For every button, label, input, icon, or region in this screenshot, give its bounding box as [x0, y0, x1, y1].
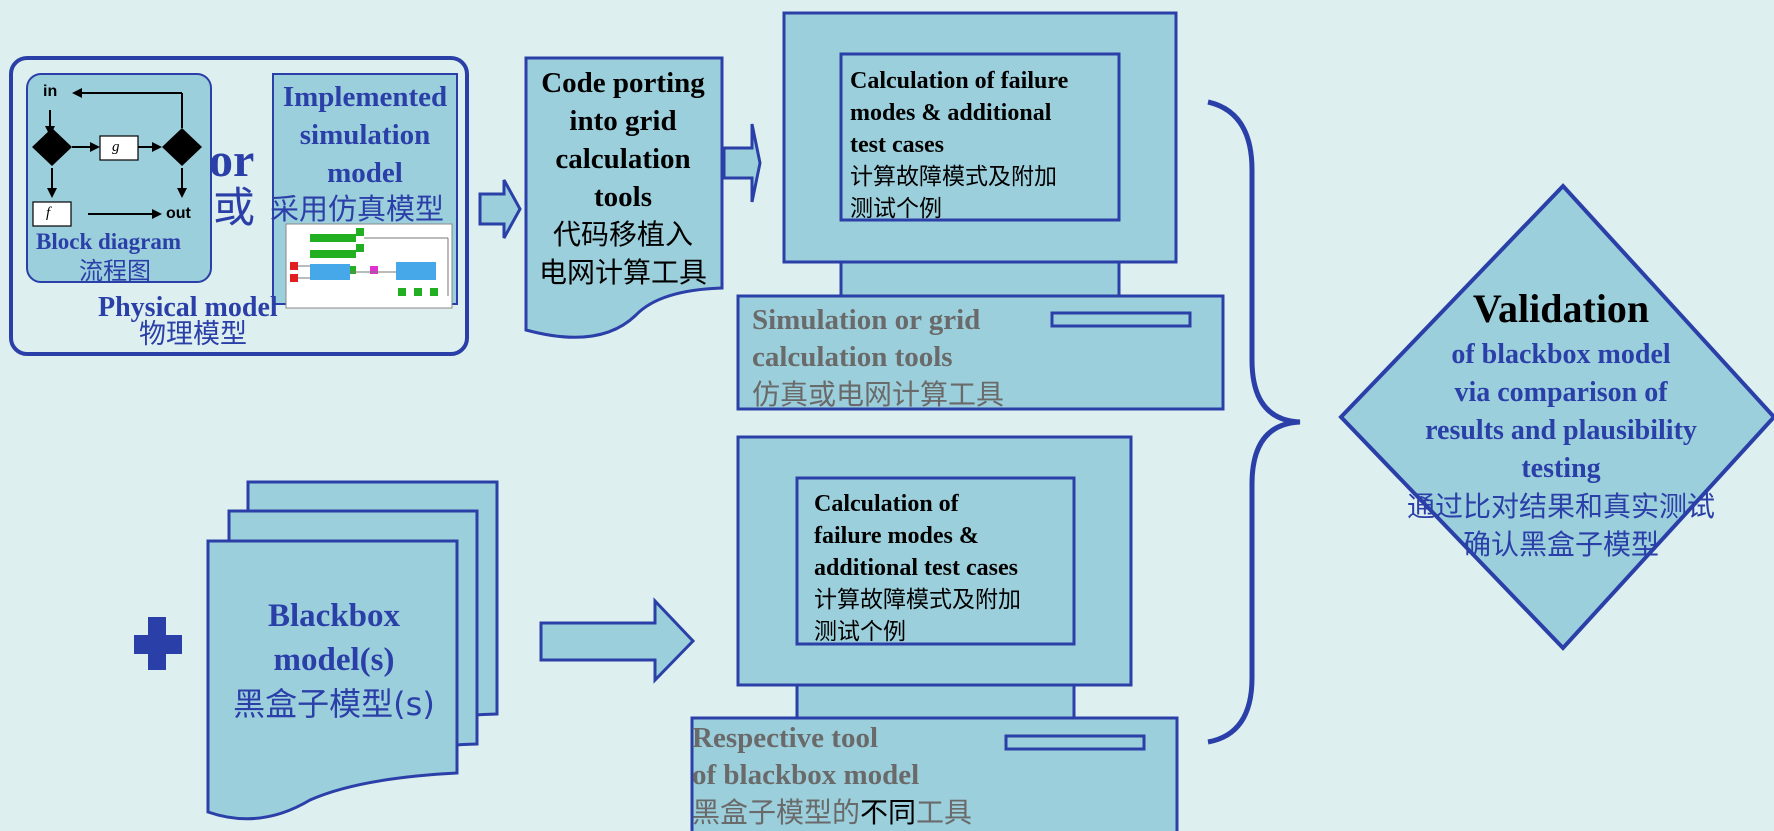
curly-brace [1207, 99, 1301, 745]
code-porting-line-4: tools [594, 181, 652, 213]
top-screen [839, 52, 1121, 222]
physical-model-caption-cn: 物理模型 [139, 319, 247, 350]
validation-cn-2: 确认黑盒子模型 [1462, 528, 1659, 561]
bottom-screen [795, 476, 1076, 646]
top-screen-en-3: test cases [850, 132, 944, 158]
top-screen-en-1: Calculation of failure [850, 68, 1069, 94]
or-label-cn: 或 [213, 183, 256, 232]
blackbox-text: Blackbox model(s) 黑盒子模型(s) [216, 594, 452, 726]
top-base-en-2: calculation tools [752, 341, 953, 373]
top-stand [839, 260, 1121, 298]
top-screen-text: Calculation of failure modes & additiona… [850, 65, 1068, 225]
impl-line-2: simulation [299, 119, 431, 151]
blackbox-en-1: Blackbox [267, 598, 401, 634]
bottom-base-text: Respective tool of blackbox model 黑盒子模型的… [692, 720, 972, 831]
bottom-screen-en-3: additional test cases [814, 555, 1018, 581]
block-g-label: g [112, 139, 120, 155]
validation-diamond [1338, 183, 1774, 651]
top-screen-cn-2: 测试个例 [850, 196, 942, 222]
bottom-stand [795, 683, 1076, 720]
simulink-screenshot [285, 223, 453, 309]
code-porting-cn-2: 电网计算工具 [538, 256, 707, 289]
block-diagram-graphic [32, 88, 202, 227]
code-porting-cn-1: 代码移植入 [552, 218, 693, 251]
bottom-base-cn-c: 工具 [916, 796, 973, 829]
block-caption-cn: 流程图 [79, 257, 151, 285]
bottom-drive-slot [1004, 734, 1146, 751]
bottom-screen-cn-1: 计算故障模式及附加 [814, 587, 1021, 613]
code-porting-line-3: calculation [555, 143, 691, 175]
validation-line-3: results and plausibility [1425, 415, 1697, 446]
blackbox-cn: 黑盒子模型(s) [233, 685, 435, 723]
physical-model-caption-en: Physical model [98, 292, 278, 323]
bottom-base-cn-a: 黑盒子模型的 [692, 796, 861, 829]
block-diagram-box [26, 73, 212, 283]
validation-text: of blackbox model via comparison of resu… [1341, 336, 1774, 564]
bottom-base-cn-b: 不同 [860, 796, 917, 829]
blackbox-en-2: model(s) [273, 642, 395, 678]
validation-cn-1: 通过比对结果和真实测试 [1406, 490, 1715, 523]
plus-icon [134, 617, 182, 670]
code-porting-document [524, 56, 724, 339]
top-screen-cn-1: 计算故障模式及附加 [850, 164, 1057, 190]
validation-line-1: of blackbox model [1451, 339, 1671, 370]
blackbox-documents [206, 480, 499, 821]
bottom-screen-cn-2: 测试个例 [814, 619, 906, 645]
validation-title: Validation [1472, 286, 1650, 331]
block-f-label: f [46, 205, 51, 221]
arrow-to-code-porting [478, 179, 522, 239]
top-drive-slot [1050, 311, 1192, 328]
arrow-to-top-computer [722, 123, 762, 203]
implemented-model-cn: 采用仿真模型 [270, 192, 445, 226]
top-screen-en-2: modes & additional [850, 100, 1052, 126]
top-base-cn: 仿真或电网计算工具 [752, 378, 1005, 411]
physical-model-box [9, 56, 469, 356]
bottom-base-en-1: Respective tool [692, 722, 879, 754]
bottom-base-en-2: of blackbox model [692, 759, 920, 791]
validation-line-2: via comparison of [1454, 377, 1668, 408]
implemented-model-title: Implemented simulation model [273, 78, 457, 192]
block-in-label: in [43, 83, 58, 100]
or-label: or [209, 134, 255, 187]
block-caption-en: Block diagram [36, 229, 182, 254]
bottom-screen-en-1: Calculation of [814, 491, 959, 517]
bottom-screen-en-2: failure modes & [814, 523, 979, 549]
code-porting-line-1: Code porting [541, 67, 705, 99]
top-base-en-1: Simulation or grid [752, 304, 981, 336]
bottom-base-cn: 黑盒子模型的不同工具 [692, 794, 972, 831]
code-porting-text: Code porting into grid calculation tools… [520, 64, 726, 292]
arrow-to-bottom-computer [539, 597, 696, 684]
impl-line-3: model [327, 157, 403, 189]
validation-line-4: testing [1521, 453, 1601, 484]
impl-line-1: Implemented [282, 81, 448, 113]
block-out-label: out [166, 205, 191, 222]
top-base-text: Simulation or grid calculation tools 仿真或… [752, 302, 1004, 413]
code-porting-line-2: into grid [569, 105, 677, 137]
bottom-screen-text: Calculation of failure modes & additiona… [814, 488, 1021, 648]
